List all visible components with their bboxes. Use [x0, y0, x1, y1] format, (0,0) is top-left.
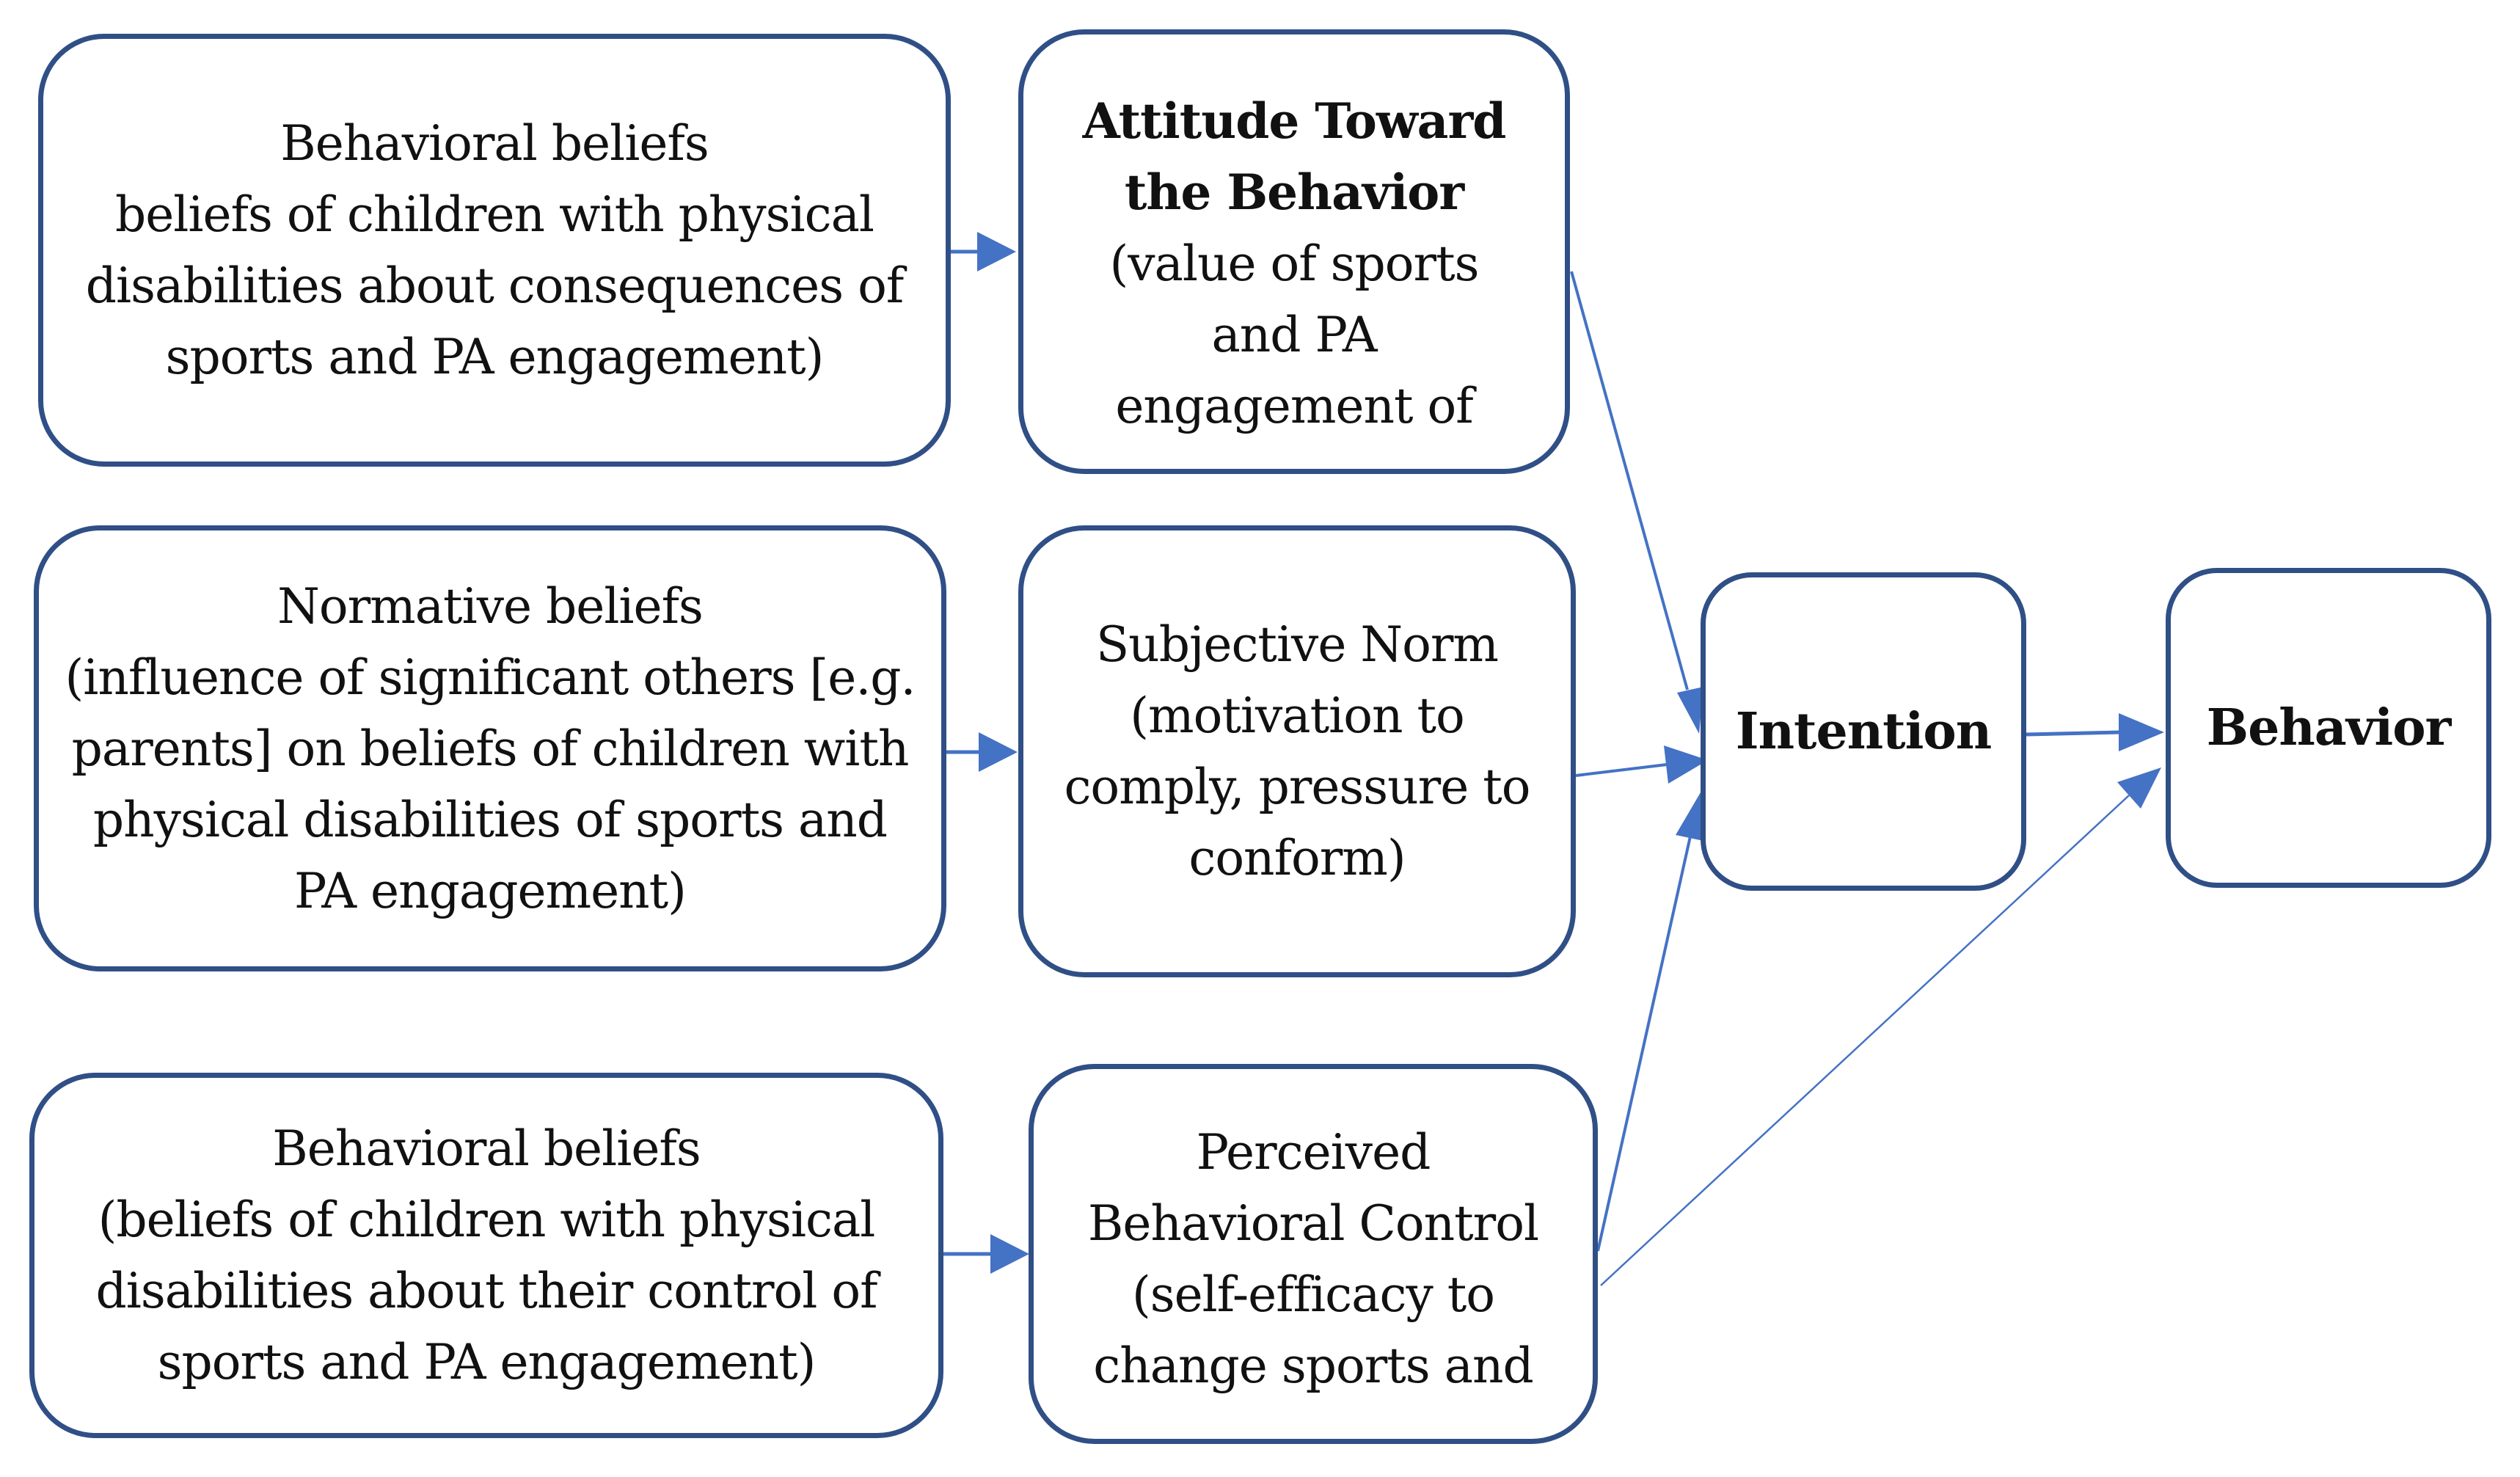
box-line: beliefs of children with physical	[114, 186, 874, 243]
box-line: change sports and	[1093, 1338, 1534, 1394]
arrow-perceived-control-to-behavior	[1600, 767, 2161, 1286]
box-behavioral-beliefs-consequences: Behavioral beliefs beliefs of children w…	[38, 34, 951, 467]
arrow-intention-to-behavior	[2026, 713, 2164, 751]
box-title: the Behavior	[1124, 164, 1464, 221]
box-line: physical disabilities of sports and	[92, 791, 888, 848]
box-behavioral-beliefs-control: Behavioral beliefs (beliefs of children …	[29, 1073, 943, 1438]
box-line: engagement of	[1115, 378, 1473, 434]
arrow-attitude-to-intention	[1570, 271, 1703, 734]
arrow-subjective-norm-to-intention	[1575, 745, 1708, 784]
box-line: disabilities about consequences of	[85, 258, 905, 314]
box-line: PA engagement)	[294, 862, 687, 919]
box-line: (beliefs of children with physical	[98, 1192, 876, 1248]
box-line: parents] on beliefs of children with	[71, 720, 910, 777]
box-line: (self-efficacy to	[1132, 1266, 1495, 1323]
box-title: Behavior	[2206, 698, 2452, 757]
box-title: Subjective Norm	[1095, 616, 1499, 673]
arrow-control-beliefs-to-perceived-control	[943, 1234, 1029, 1274]
arrow-normative-beliefs-to-subjective-norm	[946, 732, 1018, 772]
box-intention: Intention	[1701, 572, 2026, 891]
box-line: (motivation to	[1130, 688, 1464, 744]
arrow-perceived-control-to-intention	[1596, 792, 1703, 1252]
box-line: conform)	[1188, 830, 1406, 886]
box-title: Behavioral beliefs	[272, 1120, 701, 1177]
box-title: Behavioral beliefs	[280, 115, 709, 172]
box-perceived-behavioral-control: Perceived Behavioral Control (self-effic…	[1029, 1064, 1598, 1444]
box-title: Behavioral Control	[1087, 1195, 1539, 1252]
box-attitude-toward-behavior: Attitude Toward the Behavior (value of s…	[1018, 29, 1570, 474]
box-line: comply, pressure to	[1064, 759, 1530, 815]
box-line: disabilities about their control of	[95, 1263, 877, 1319]
box-line: and PA	[1211, 307, 1377, 363]
box-line: (influence of significant others [e.g.	[65, 649, 916, 706]
box-behavior: Behavior	[2166, 568, 2491, 888]
box-line: (value of sports	[1109, 236, 1480, 292]
box-normative-beliefs: Normative beliefs (influence of signific…	[34, 525, 946, 971]
box-line: sports and PA engagement)	[157, 1334, 817, 1390]
box-title: Normative beliefs	[277, 577, 704, 635]
arrow-behavioral-beliefs-to-attitude	[951, 232, 1016, 271]
box-title: Attitude Toward	[1082, 92, 1507, 150]
box-line: sports and PA engagement)	[165, 329, 825, 385]
box-subjective-norm: Subjective Norm (motivation to comply, p…	[1018, 525, 1576, 977]
box-title: Intention	[1735, 701, 1992, 761]
box-title: Perceived	[1196, 1124, 1431, 1181]
